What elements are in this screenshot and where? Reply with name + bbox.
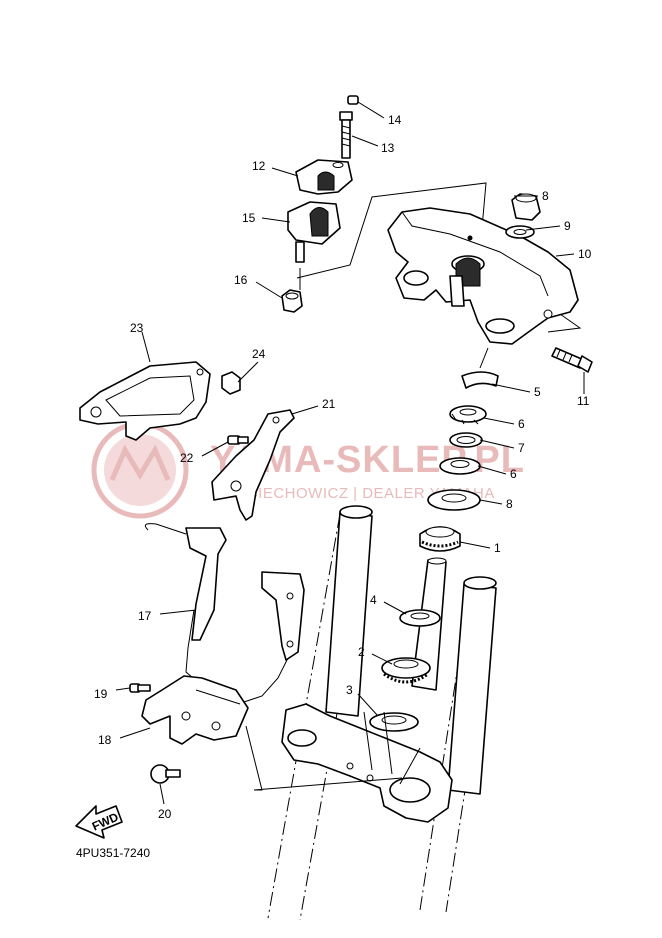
- stay-18: [144, 523, 305, 703]
- ring-nut-6-upper: [449, 405, 487, 425]
- dust-cover-8: [427, 489, 481, 511]
- callout-labels: 14 13 12 15 16 8 9 10 11 5 6 7 6 8 1 4 2…: [94, 113, 592, 821]
- callout-1: 1: [494, 541, 501, 555]
- ring-nut-6-lower: [439, 457, 481, 475]
- callout-24: 23: [130, 321, 144, 335]
- bolt-23: [227, 435, 249, 445]
- callout-13: 12: [252, 159, 266, 173]
- watermark-logo: [91, 421, 189, 519]
- nut-17: [281, 289, 303, 313]
- callout-18: 17: [138, 609, 152, 623]
- callout-21: 20: [158, 807, 172, 821]
- dust-seal-4: [399, 609, 441, 627]
- cover-bracket-24: [79, 361, 211, 441]
- handlebar-holder-lower-16: [287, 201, 341, 263]
- washer-10: [505, 225, 535, 239]
- callout-3: 3: [346, 683, 353, 697]
- bolt-14: [339, 111, 353, 159]
- bolt-20: [129, 683, 151, 693]
- bearing-race-3: [369, 712, 419, 732]
- callout-15: 14: [388, 113, 402, 127]
- bearing-2: [381, 657, 431, 684]
- bolt-cap-15: [347, 95, 359, 105]
- callout-25: 24: [252, 347, 266, 361]
- collar-25: [221, 371, 241, 395]
- fork-tube-right: [419, 576, 497, 913]
- callout-19: 18: [98, 733, 112, 747]
- fork-tube-left: [267, 505, 373, 921]
- callout-9: 8: [542, 189, 549, 203]
- callout-10: 9: [564, 219, 571, 233]
- washer-7: [449, 432, 483, 448]
- watermark-subtitle: WOJCIECHOWICZ | DEALER YAMAHA: [212, 485, 495, 502]
- callout-23: 22: [180, 451, 194, 465]
- assembly-guide-lines: [245, 725, 421, 791]
- callout-6-upper: 6: [518, 417, 525, 431]
- leader-lines: [115, 101, 585, 805]
- upper-bracket-11: [387, 207, 579, 345]
- lower-bracket: [281, 703, 453, 823]
- fwd-arrow-icon: FWD: [75, 805, 123, 839]
- bracket-22: [211, 409, 295, 521]
- callout-6-lower: 6: [510, 467, 517, 481]
- callout-20: 19: [94, 687, 108, 701]
- switch-holder-19: [141, 675, 249, 745]
- callout-12: 11: [577, 394, 590, 408]
- callout-8: 8: [506, 497, 513, 511]
- callout-11: 10: [578, 247, 592, 261]
- callout-14: 13: [381, 141, 395, 155]
- diagram-code: 4PU351-7240: [76, 846, 151, 860]
- handlebar-holder-upper-13: [295, 159, 353, 195]
- callout-4: 4: [370, 593, 377, 607]
- callout-22: 21: [322, 397, 336, 411]
- bolt-21: [150, 764, 181, 784]
- callout-5: 5: [534, 385, 541, 399]
- lock-washer-5: [461, 371, 499, 389]
- nut-9: [511, 193, 541, 221]
- bolt-12: [551, 347, 593, 373]
- bearing-race-1: [419, 526, 461, 552]
- callout-7: 7: [518, 441, 525, 455]
- callout-16: 15: [242, 211, 256, 225]
- callout-17: 16: [234, 273, 248, 287]
- callout-2: 2: [358, 645, 365, 659]
